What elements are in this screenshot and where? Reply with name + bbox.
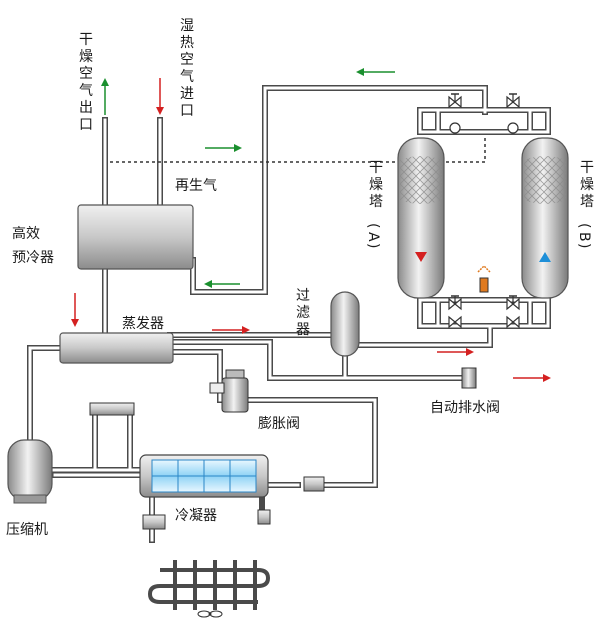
label-precooler: 高效预冷器 bbox=[12, 225, 54, 266]
valve-icon bbox=[507, 122, 519, 134]
red-arrow-down bbox=[156, 78, 164, 115]
condenser-coil bbox=[147, 560, 271, 610]
valve-icon bbox=[506, 315, 520, 329]
label-humid-air-inlet: 湿热空气进口 bbox=[180, 18, 194, 119]
valve-icon bbox=[449, 122, 461, 134]
compressor bbox=[7, 439, 53, 504]
label-regen-gas: 再生气 bbox=[175, 178, 217, 194]
evaporator bbox=[59, 332, 174, 364]
label-expansion-valve: 膨胀阀 bbox=[258, 415, 300, 432]
valve-icon bbox=[506, 93, 520, 109]
valve-icon bbox=[448, 315, 462, 329]
dashed-line bbox=[110, 138, 486, 163]
green-arrow-up bbox=[101, 78, 109, 115]
green-arrow-right bbox=[205, 144, 242, 152]
label-compressor: 压缩机 bbox=[6, 522, 48, 538]
auto-drain-valve bbox=[461, 367, 477, 389]
red-arrow-filter bbox=[437, 348, 474, 356]
green-arrow-left bbox=[204, 280, 240, 288]
filter bbox=[330, 291, 360, 357]
label-evaporator: 蒸发器 bbox=[122, 316, 164, 332]
valves bbox=[448, 93, 520, 329]
label-auto-drain: 自动排水阀 bbox=[430, 400, 500, 416]
label-filter: 过滤器 bbox=[296, 288, 310, 338]
fan-icon bbox=[197, 610, 223, 618]
red-arrow-drain bbox=[513, 374, 551, 382]
valve-icon bbox=[448, 93, 462, 109]
valve-icon bbox=[506, 295, 520, 311]
tower-b bbox=[521, 137, 569, 299]
valve-icon bbox=[448, 295, 462, 311]
red-arrow-precooler bbox=[71, 293, 79, 327]
label-tower-b: 干燥塔(B) bbox=[576, 160, 594, 248]
expansion-valve bbox=[209, 369, 249, 413]
label-tower-a: 干燥塔(A) bbox=[365, 160, 383, 248]
pipes bbox=[27, 85, 551, 543]
precooler bbox=[77, 204, 194, 270]
tower-a bbox=[397, 137, 445, 299]
flow-arrows bbox=[71, 68, 551, 382]
condenser bbox=[139, 454, 271, 530]
sight-glass bbox=[89, 402, 325, 492]
red-arrow-evap bbox=[212, 326, 250, 334]
label-condenser: 冷凝器 bbox=[175, 508, 217, 524]
green-arrow-top bbox=[356, 68, 395, 76]
label-dry-air-outlet: 干燥空气出口 bbox=[79, 32, 93, 133]
silencer-icon bbox=[477, 264, 491, 293]
